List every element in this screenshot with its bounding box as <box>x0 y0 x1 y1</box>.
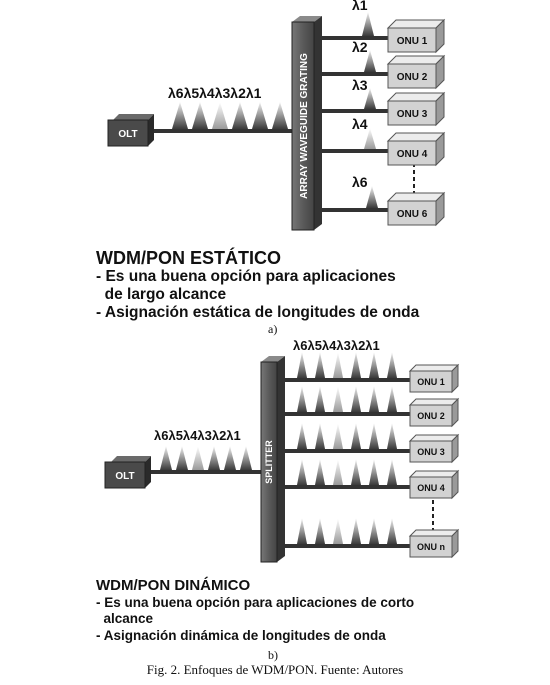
onu-label-3-a: ONU 3 <box>397 109 428 120</box>
awg-bar: ARRAY WAVEGUIDE GRATING <box>291 16 322 231</box>
bullet-b-2: alcance <box>96 611 154 626</box>
onu-label-3-b: ONU 3 <box>417 447 445 457</box>
branch-peaks-2-b <box>297 386 397 412</box>
bullet-b-1: - Es una buena opción para aplicaciones … <box>96 595 415 610</box>
branch-peaks-n-b <box>297 518 397 544</box>
bullet-a-1: - Es una buena opción para aplicaciones <box>96 268 396 285</box>
onu-label-2-b: ONU 2 <box>417 411 445 421</box>
title-dynamic: WDM/PON DINÁMICO <box>96 577 251 594</box>
sublabel-b: b) <box>268 648 278 662</box>
onu-box-4-b: ONU 4 <box>408 469 460 500</box>
figure-b: OLT λ6λ5λ4λ3λ2λ1 SPLITTER λ6λ5λ4λ3λ2λ1 <box>104 338 460 563</box>
olt-box-a: OLT <box>107 114 154 147</box>
trunk-peaks-b <box>160 446 252 470</box>
onu-box-3-b: ONU 3 <box>408 433 460 464</box>
trunk-peaks-a <box>172 102 288 129</box>
branch-wavelength-3-a: λ3 <box>352 77 368 93</box>
onu-label-1-a: ONU 1 <box>397 36 428 47</box>
wavelength-sequence-top-b: λ6λ5λ4λ3λ2λ1 <box>293 338 380 353</box>
figure-a: OLT λ6λ5λ4λ3λ2λ1 ARRAY WAVEGUIDE GRATING… <box>107 0 446 231</box>
branch-wavelength-4-a: λ4 <box>352 116 368 132</box>
onu-box-n-b: ONU n <box>408 528 460 559</box>
onu-box-1-a: ONU 1 <box>386 18 446 54</box>
onu-label-4-a: ONU 4 <box>397 149 428 160</box>
branch-wavelength-2-a: λ2 <box>352 39 368 55</box>
olt-box-b: OLT <box>104 456 151 489</box>
onu-box-2-b: ONU 2 <box>408 397 460 428</box>
branch-wavelength-6-a: λ6 <box>352 174 368 190</box>
olt-label-b: OLT <box>115 471 134 482</box>
onu-label-4-b: ONU 4 <box>417 483 445 493</box>
branch-6-a: λ6 <box>322 174 388 212</box>
wavelength-sequence-left-b: λ6λ5λ4λ3λ2λ1 <box>154 428 241 443</box>
onu-label-n-b: ONU n <box>417 542 445 552</box>
branch-2-a: λ2 <box>322 39 388 76</box>
branch-4-a: λ4 <box>322 116 388 153</box>
branch-1-a: λ1 <box>322 0 388 40</box>
sublabel-a: a) <box>268 322 278 336</box>
branch-peaks-1-b <box>297 352 397 378</box>
onu-box-4-a: ONU 4 <box>386 131 446 167</box>
branch-wavelength-1-a: λ1 <box>352 0 368 13</box>
branch-3-a: λ3 <box>322 77 388 113</box>
onu-label-2-a: ONU 2 <box>397 72 428 83</box>
onu-box-1-b: ONU 1 <box>408 363 460 394</box>
awg-label: ARRAY WAVEGUIDE GRATING <box>299 53 310 199</box>
wavelength-sequence-a: λ6λ5λ4λ3λ2λ1 <box>168 85 262 101</box>
figure-caption: Fig. 2. Enfoques de WDM/PON. Fuente: Aut… <box>146 662 404 677</box>
onu-box-2-a: ONU 2 <box>386 54 446 90</box>
onu-box-3-a: ONU 3 <box>386 91 446 127</box>
splitter-bar: SPLITTER <box>260 356 285 563</box>
branch-peaks-3-b <box>297 423 397 449</box>
bullet-a-2: de largo alcance <box>96 286 227 303</box>
title-static: WDM/PON ESTÁTICO <box>96 248 281 268</box>
onu-box-6-a: ONU 6 <box>386 191 446 227</box>
bullet-b-3: - Asignación dinámica de longitudes de o… <box>96 628 386 643</box>
onu-label-1-b: ONU 1 <box>417 377 445 387</box>
onu-label-6-a: ONU 6 <box>397 209 428 220</box>
branch-peaks-4-b <box>297 459 397 485</box>
splitter-label: SPLITTER <box>264 440 274 484</box>
olt-label-a: OLT <box>118 129 137 140</box>
bullet-a-3: - Asignación estática de longitudes de o… <box>96 304 420 321</box>
